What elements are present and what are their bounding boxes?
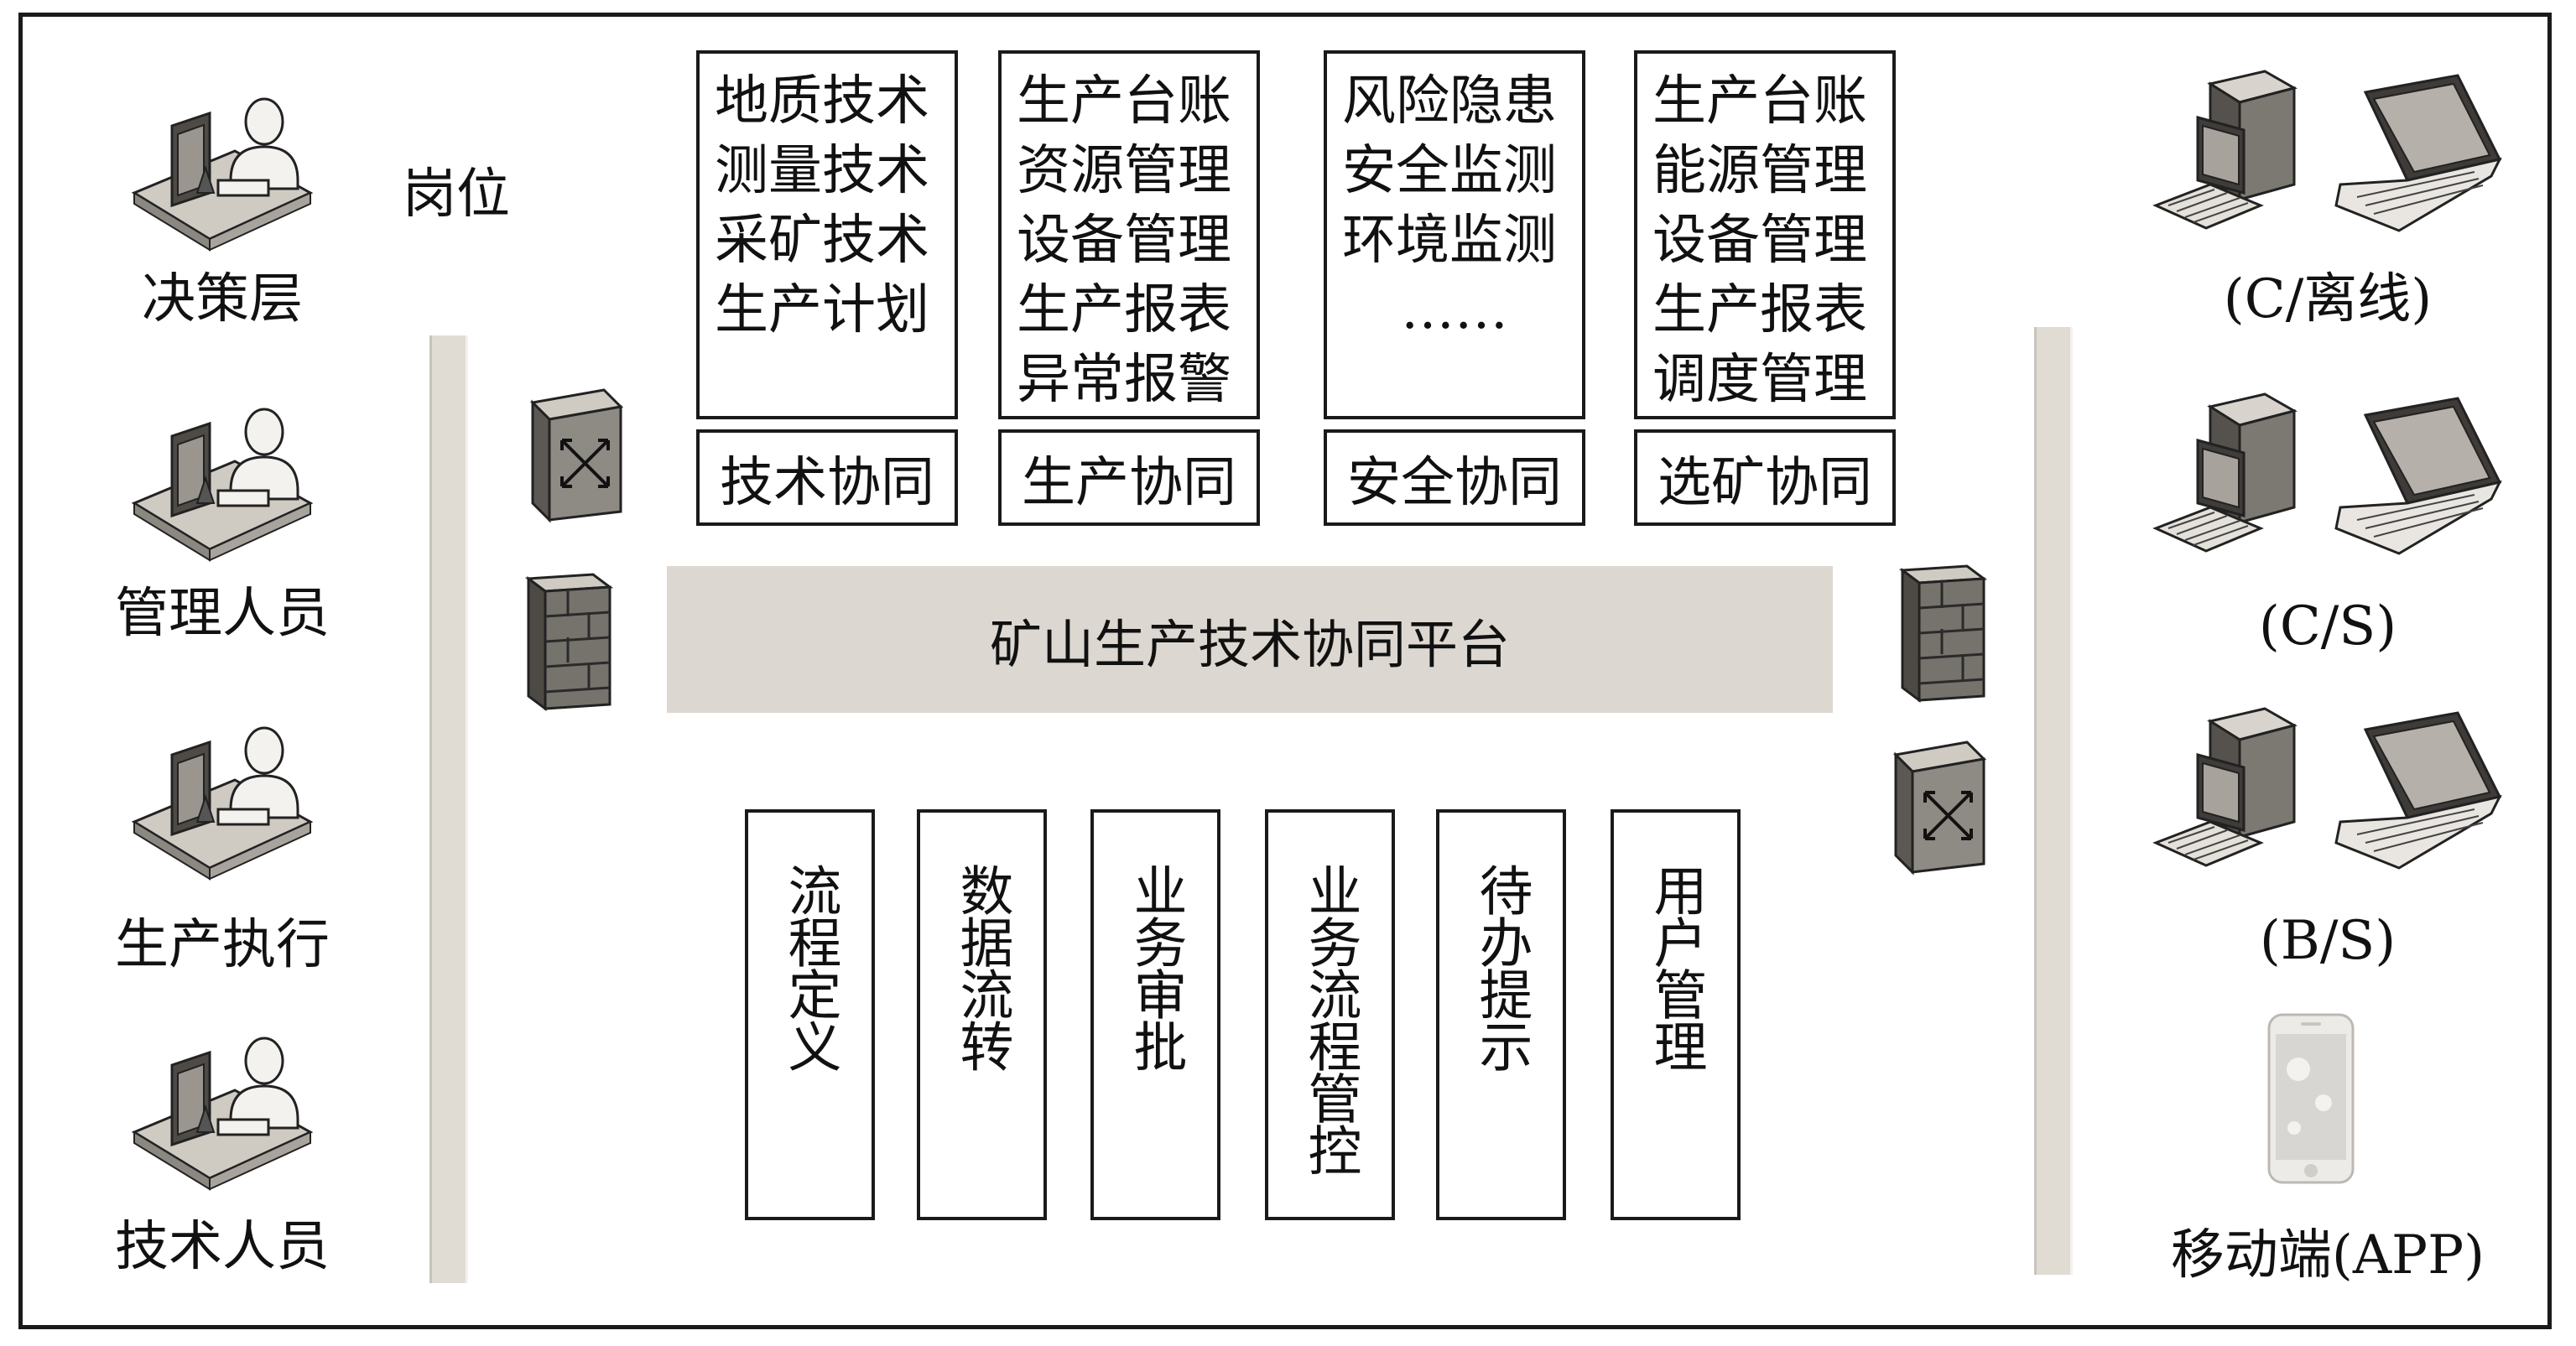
module-items: 生产台账资源管理设备管理生产报表异常报警: [1017, 67, 1231, 415]
platform-bar: 矿山生产技术协同平台: [667, 566, 1833, 713]
module-item: 资源管理: [1017, 140, 1231, 202]
function-label: 用户管理: [1644, 863, 1707, 1071]
module-items: 地质技术测量技术采矿技术生产计划: [715, 67, 929, 346]
network-switch-icon: [1892, 741, 1987, 876]
function-label: 流程定义: [778, 863, 841, 1071]
module-item: 采矿技术: [715, 210, 929, 272]
client-label: 移动端(APP): [2170, 1224, 2485, 1286]
user-at-desk-icon: [126, 67, 319, 260]
module-category: 技术协同: [696, 429, 958, 526]
module-items: 风险隐患安全监测环境监测 ……: [1342, 67, 1557, 346]
firewall-icon: [1898, 564, 1988, 703]
module-item: 生产报表: [1652, 279, 1867, 341]
desktop-computer-icon: [2147, 390, 2508, 566]
module-item: 调度管理: [1652, 349, 1867, 411]
function-box: 流程定义: [745, 809, 875, 1220]
post-label: 岗位: [403, 164, 510, 226]
platform-label: 矿山生产技术协同平台: [989, 613, 1510, 675]
function-box: 用户管理: [1611, 809, 1741, 1220]
function-box: 数据流转: [917, 809, 1047, 1220]
left-connector-bar: [429, 335, 468, 1283]
module-item: 地质技术: [715, 70, 929, 133]
user-at-desk-icon: [126, 696, 319, 889]
module-item: 环境监测: [1342, 210, 1557, 272]
mobile-phone-icon: [2261, 1011, 2361, 1187]
module-item: 设备管理: [1652, 210, 1867, 272]
module-category: 生产协同: [998, 429, 1260, 526]
module-item: 生产报表: [1017, 279, 1231, 341]
module-item: 能源管理: [1652, 140, 1867, 202]
module-item: 生产台账: [1017, 70, 1231, 133]
client-label: (C/S): [2258, 595, 2397, 657]
function-label: 数据流转: [950, 863, 1013, 1071]
module-item: 异常报警: [1017, 349, 1231, 411]
right-connector-bar: [2034, 327, 2073, 1275]
function-box: 业务审批: [1090, 809, 1220, 1220]
function-label: 业务审批: [1124, 863, 1187, 1071]
role-label: 技术人员: [115, 1216, 330, 1278]
module-item: 风险隐患: [1342, 70, 1557, 133]
user-at-desk-icon: [126, 1006, 319, 1199]
role-label: 管理人员: [115, 583, 330, 645]
function-label: 待办提示: [1470, 863, 1533, 1071]
network-switch-icon: [529, 388, 624, 523]
function-box: 待办提示: [1436, 809, 1566, 1220]
module-item: 设备管理: [1017, 210, 1231, 272]
user-at-desk-icon: [126, 377, 319, 570]
module-box: 地质技术测量技术采矿技术生产计划: [696, 50, 958, 419]
module-items: 生产台账能源管理设备管理生产报表调度管理: [1652, 67, 1867, 415]
module-item: 安全监测: [1342, 140, 1557, 202]
module-item: ……: [1401, 279, 1508, 341]
role-label: 决策层: [142, 268, 303, 330]
client-label: (C/离线): [2223, 268, 2433, 330]
function-box: 业务流程管控: [1265, 809, 1395, 1220]
module-category: 安全协同: [1324, 429, 1585, 526]
module-box: 生产台账资源管理设备管理生产报表异常报警: [998, 50, 1260, 419]
desktop-computer-icon: [2147, 67, 2508, 243]
module-item: 生产计划: [715, 279, 929, 341]
function-label: 业务流程管控: [1298, 863, 1361, 1175]
module-item: 生产台账: [1652, 70, 1867, 133]
desktop-computer-icon: [2147, 704, 2508, 881]
module-box: 风险隐患安全监测环境监测 ……: [1324, 50, 1585, 419]
firewall-icon: [524, 573, 614, 711]
module-item: 测量技术: [715, 140, 929, 202]
role-label: 生产执行: [115, 914, 330, 976]
diagram-frame: [18, 13, 2552, 1329]
module-category: 选矿协同: [1634, 429, 1896, 526]
module-box: 生产台账能源管理设备管理生产报表调度管理: [1634, 50, 1896, 419]
client-label: (B/S): [2259, 910, 2396, 972]
